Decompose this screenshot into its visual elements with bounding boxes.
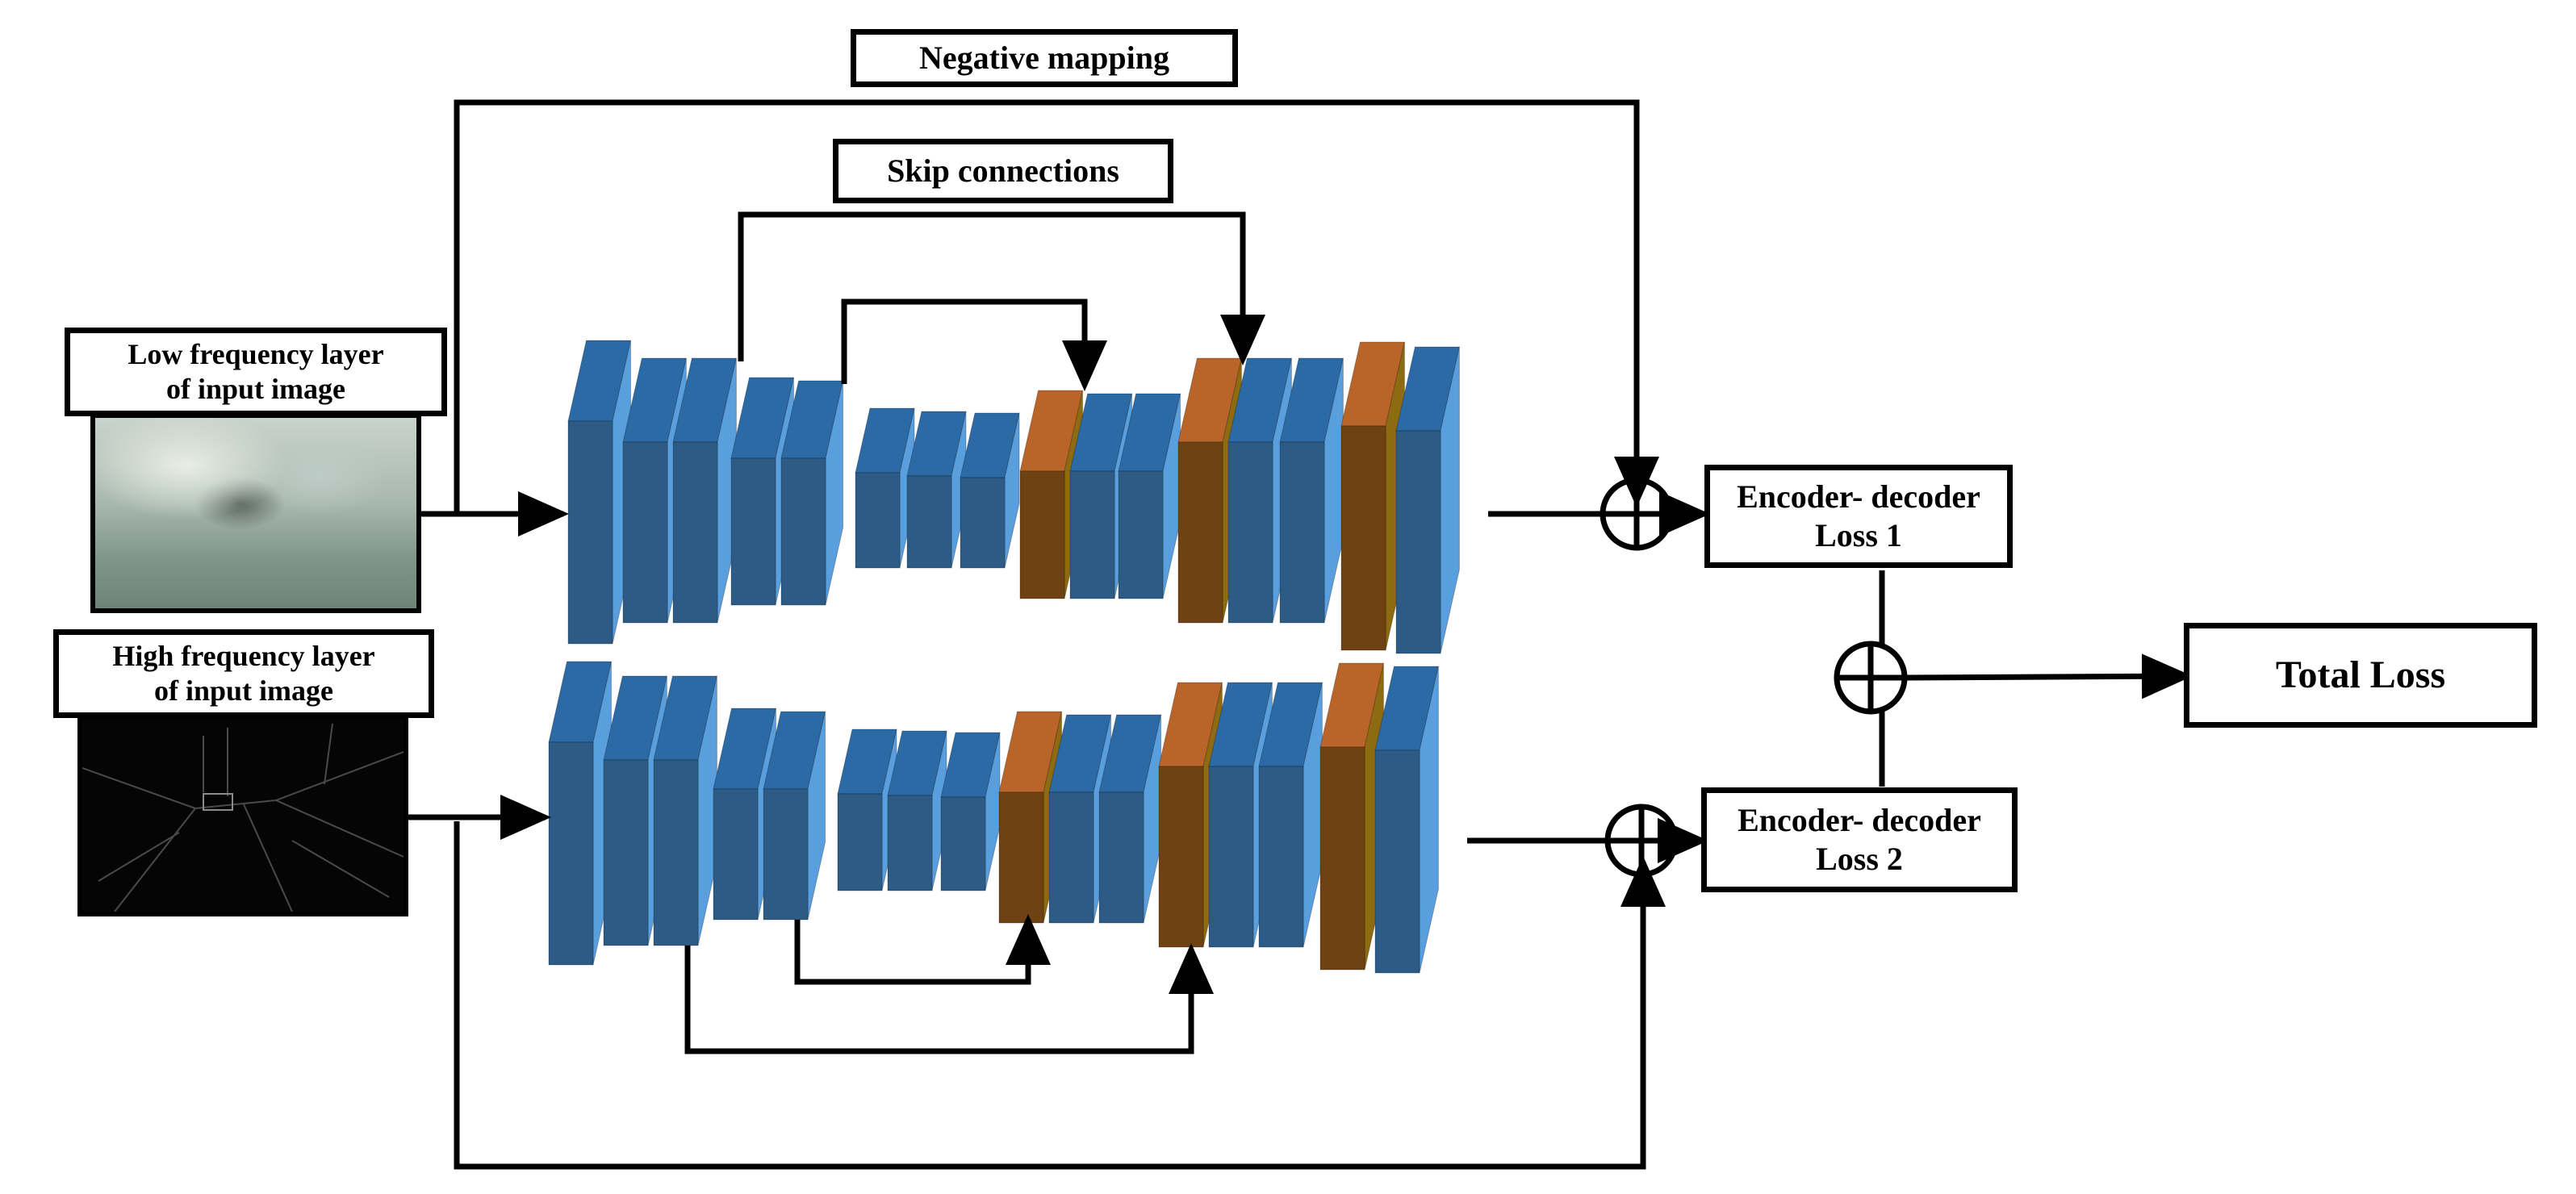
high-frequency-label-line2: of input image bbox=[153, 674, 333, 707]
network-bottom-layer-6 bbox=[837, 729, 897, 891]
loss1-line1: Encoder- decoder bbox=[1737, 478, 1980, 515]
low-frequency-label-line1: Low frequency layer bbox=[128, 337, 384, 370]
network-bottom-layer-5 bbox=[763, 711, 826, 921]
skip-connection-outer-bottom bbox=[684, 943, 1214, 1054]
sum-icon-top bbox=[1600, 477, 1674, 551]
sum-icon-bottom bbox=[1604, 804, 1679, 878]
network-bottom bbox=[548, 661, 1440, 974]
loss2-line1: Encoder- decoder bbox=[1738, 802, 1981, 838]
network-top-layer-14 bbox=[1279, 357, 1344, 624]
loss1-line2: Loss 1 bbox=[1815, 517, 1902, 553]
edge-texture bbox=[82, 723, 404, 912]
negative-mapping-label: Negative mapping bbox=[851, 29, 1238, 87]
network-bottom-layer-8 bbox=[940, 732, 1001, 891]
network-top-layer-16 bbox=[1395, 346, 1461, 654]
network-top-layer-11 bbox=[1118, 393, 1181, 599]
loss2-box: Encoder- decoder Loss 2 bbox=[1701, 787, 2018, 892]
network-top-layer-15 bbox=[1340, 341, 1406, 651]
network-bottom-layer-16 bbox=[1374, 666, 1440, 974]
skip-connection-inner-top bbox=[841, 298, 1107, 391]
skip-connections-label: Skip connections bbox=[833, 139, 1173, 203]
network-top-layer-8 bbox=[960, 412, 1020, 569]
high-frequency-label-line1: High frequency layer bbox=[112, 639, 375, 672]
network-bottom-layer-3 bbox=[653, 675, 718, 946]
network-top-layer-5 bbox=[780, 380, 844, 606]
negative-mapping-text: Negative mapping bbox=[919, 40, 1169, 76]
network-top-layer-1 bbox=[567, 340, 632, 645]
skip-connection-outer-top bbox=[738, 211, 1265, 365]
network-bottom-layer-1 bbox=[548, 661, 613, 966]
low-frequency-label: Low frequency layer of input image bbox=[65, 328, 447, 416]
skip-connections-text: Skip connections bbox=[887, 152, 1119, 189]
network-top bbox=[567, 340, 1461, 654]
network-bottom-layer-14 bbox=[1258, 682, 1324, 948]
high-frequency-label: High frequency layer of input image bbox=[53, 629, 434, 718]
network-top-layer-7 bbox=[906, 411, 967, 569]
total-loss-text: Total Loss bbox=[2275, 653, 2446, 697]
negative-mapping-line-bottom bbox=[454, 821, 1666, 1170]
network-top-layer-2 bbox=[622, 357, 688, 624]
low-frequency-image bbox=[90, 413, 421, 613]
network-bottom-layer-11 bbox=[1098, 714, 1162, 924]
skip-connection-inner-bottom bbox=[794, 914, 1051, 985]
network-top-layer-6 bbox=[855, 407, 915, 569]
loss2-line2: Loss 2 bbox=[1816, 841, 1903, 877]
network-top-layer-12 bbox=[1177, 357, 1243, 624]
sum-icon-total bbox=[1834, 641, 1908, 715]
network-bottom-layer-15 bbox=[1319, 662, 1385, 971]
total-loss-box: Total Loss bbox=[2184, 623, 2537, 728]
sum-to-total bbox=[1905, 653, 2193, 699]
negative-mapping-line-top bbox=[454, 99, 1659, 514]
low-frequency-label-line2: of input image bbox=[165, 373, 345, 405]
high-frequency-image bbox=[77, 715, 408, 916]
loss1-box: Encoder- decoder Loss 1 bbox=[1704, 465, 2013, 568]
network-bottom-layer-7 bbox=[887, 730, 947, 891]
network-bottom-layer-10 bbox=[1048, 714, 1112, 924]
